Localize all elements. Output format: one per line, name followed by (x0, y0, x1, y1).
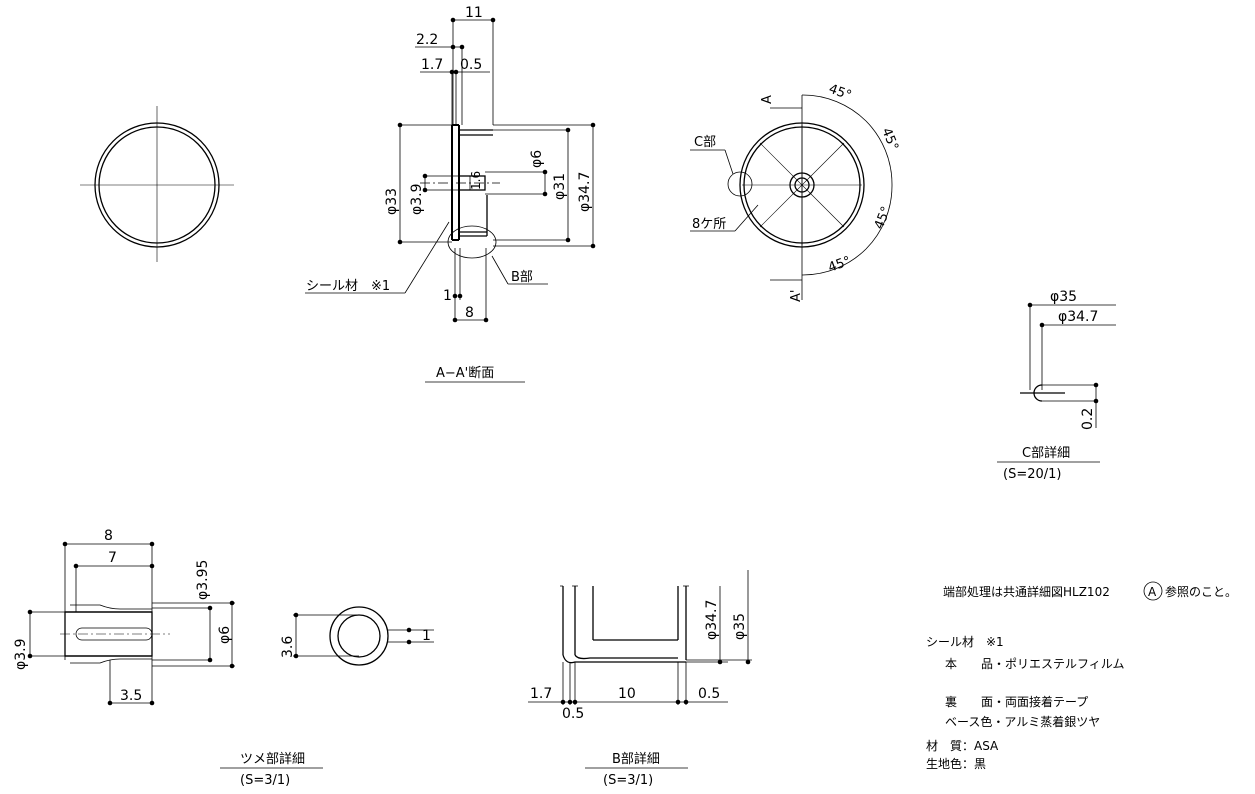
note-seal-title: シール材 ※1 (926, 635, 1004, 649)
ring-inner (337, 614, 381, 658)
b-dim-0-5-bottom: 0.5 (562, 706, 584, 722)
dim-1-6: 1.6 (469, 171, 483, 190)
section-title: A−A'断面 (436, 366, 494, 381)
b-detail: φ34.7 φ35 1.7 10 0.5 0.5 B部詳細 (S=3/1) (528, 570, 752, 788)
dim-8: 8 (465, 305, 474, 321)
b-dim-0-5-right: 0.5 (698, 686, 720, 702)
c-part-circle (727, 171, 753, 197)
inner-circle (98, 126, 216, 244)
dim-11: 11 (465, 5, 483, 21)
plain-circle-view (80, 106, 234, 262)
ring-dim-3-6: 3.6 (280, 636, 296, 658)
angle-lower-right: 45° (872, 205, 895, 232)
angle-right: 45° (878, 126, 901, 153)
dim-1: 1 (443, 288, 452, 304)
claw-dim-phi3-95: φ3.95 (195, 560, 211, 600)
note-ref-circle (1143, 581, 1163, 601)
c-dim-phi34-7: φ34.7 (1058, 309, 1098, 325)
dim-1-7: 1.7 (421, 57, 443, 73)
b-part-label: B部 (511, 270, 533, 285)
b-dim-phi35: φ35 (732, 613, 748, 640)
section-view: 11 2.2 1.7 0.5 (305, 5, 596, 383)
c-detail-scale: (S=20/1) (1003, 467, 1061, 482)
claw-dim-3-5: 3.5 (120, 688, 142, 704)
b-detail-scale: (S=3/1) (603, 773, 653, 788)
note-edge-post: 参照のこと。 (1165, 584, 1237, 599)
claw-dim-phi6: φ6 (217, 626, 233, 644)
c-dim-0-2: 0.2 (1080, 408, 1096, 430)
notes-block: 端部処理は共通詳細図HLZ102 A 参照のこと。 シール材 ※1 本 品・ポリ… (926, 581, 1237, 771)
dim-phi31: φ31 (552, 173, 568, 200)
b-part-circle (447, 225, 497, 259)
b-dim-phi34-7: φ34.7 (704, 600, 720, 640)
dim-0-5: 0.5 (460, 57, 482, 73)
claw-dim-8: 8 (104, 528, 113, 544)
claw-detail-title: ツメ部詳細 (240, 751, 305, 767)
note-material: 材 質：ASA (926, 738, 999, 753)
note-back-item: 裏 面・両面接着テープ (945, 694, 1088, 709)
c-dim-phi35: φ35 (1050, 289, 1077, 305)
ring-detail: 3.6 1 (280, 606, 434, 666)
dim-phi34-7: φ34.7 (577, 172, 593, 212)
note-edge-pre: 端部処理は共通詳細図HLZ102 (943, 584, 1110, 599)
c-part-label: C部 (694, 135, 716, 150)
section-mark-bottom: A' (789, 290, 804, 302)
front-view: A A' 45° 45° 45° 45° C部 8ケ所 (690, 82, 901, 302)
dim-phi3-9: φ3.9 (409, 184, 425, 216)
b-detail-title: B部詳細 (612, 751, 660, 767)
count-label: 8ケ所 (692, 217, 726, 232)
section-mark-top: A (760, 95, 775, 104)
note-main-item: 本 品・ポリエステルフィルム (945, 657, 1125, 671)
note-edge-circle: A (1148, 585, 1157, 599)
c-detail: φ35 φ34.7 0.2 C部詳細 (S=20/1) (997, 289, 1116, 482)
ring-dim-1: 1 (422, 628, 431, 644)
dim-phi6: φ6 (529, 150, 545, 168)
c-detail-title: C部詳細 (1022, 445, 1070, 461)
dim-phi33: φ33 (384, 188, 400, 215)
claw-dim-phi3-9: φ3.9 (13, 639, 29, 671)
angle-top: 45° (827, 82, 854, 104)
note-base-item: ベース色・アルミ蒸着銀ツヤ (945, 714, 1100, 729)
note-color: 生地色：黒 (926, 757, 986, 771)
claw-detail: 8 7 φ3.9 φ3.95 φ6 3.5 ツメ部詳細 (S=3 (13, 528, 323, 788)
dim-2-2: 2.2 (416, 32, 438, 48)
outer-circle (94, 122, 220, 248)
claw-detail-scale: (S=3/1) (240, 773, 290, 788)
ring-outer (329, 606, 389, 666)
claw-dim-7: 7 (108, 550, 117, 566)
angle-bottom: 45° (826, 254, 853, 276)
b-dim-1-7: 1.7 (530, 686, 552, 702)
b-dim-10: 10 (618, 686, 636, 702)
seal-label: シール材 ※1 (306, 279, 390, 294)
